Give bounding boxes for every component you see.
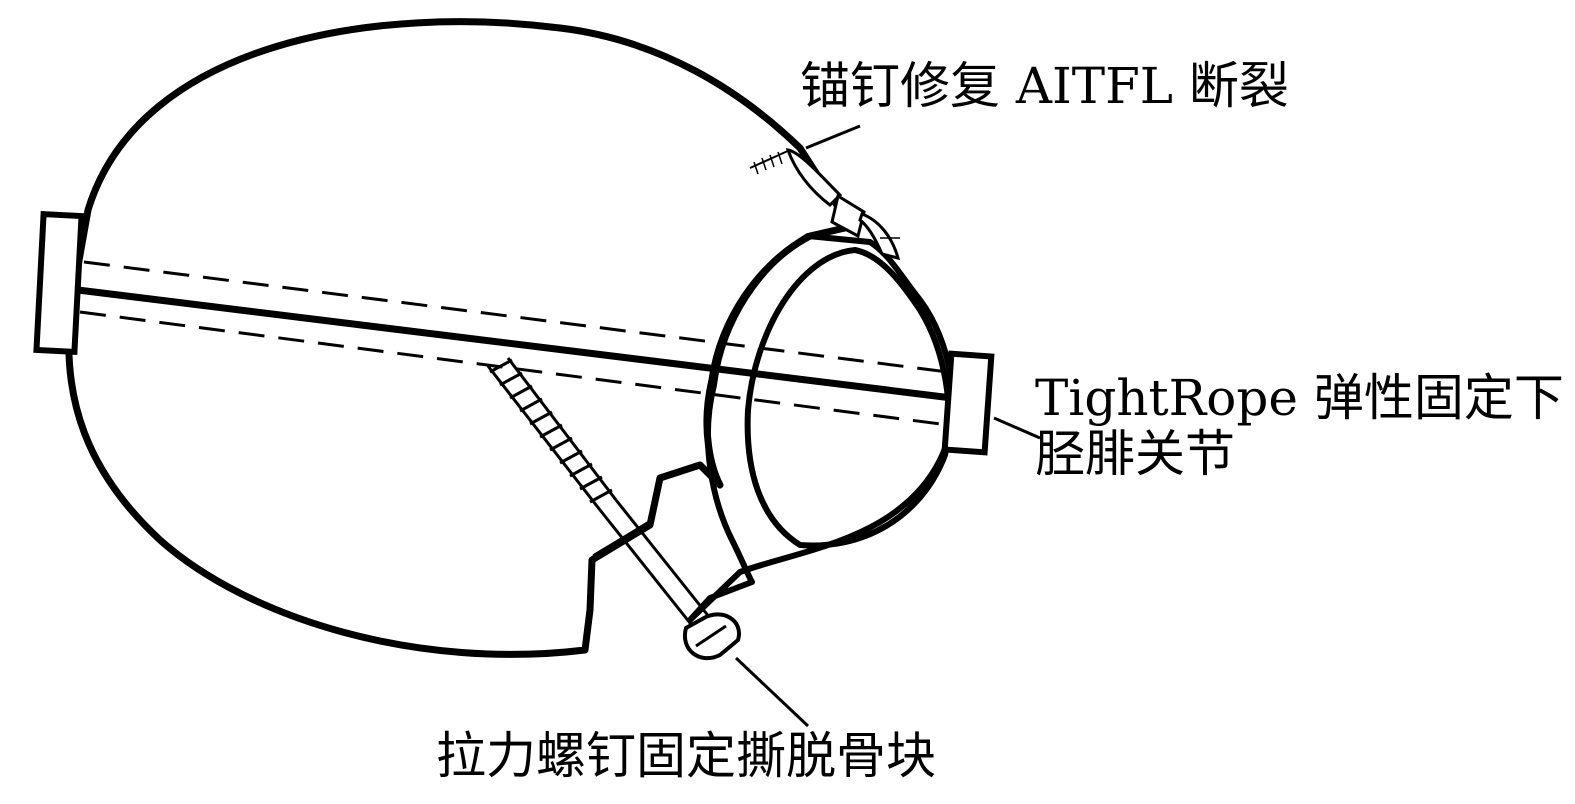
- leader-anchor: [805, 124, 861, 150]
- fibula-outer-outline: [687, 233, 956, 623]
- anchor-screw: [749, 148, 901, 261]
- lag-screw: [486, 357, 741, 661]
- fracture-line: [582, 477, 662, 653]
- tunnel-dash-upper: [83, 260, 949, 374]
- label-tightrope-line2: 胫腓关节: [1035, 425, 1235, 483]
- tunnel-dash-lower: [79, 310, 949, 427]
- leader-tightrope: [993, 416, 1041, 440]
- label-tightrope: TightRope 弹性固定下 胫腓关节: [1035, 370, 1564, 482]
- label-tightrope-line1: TightRope 弹性固定下: [1035, 369, 1564, 427]
- tightrope-button-medial: [33, 210, 85, 356]
- label-lag-screw: 拉力螺钉固定撕脱骨块: [436, 727, 936, 785]
- label-anchor-repair: 锚钉修复 AITFL 断裂: [800, 57, 1289, 115]
- fibula-inner-outline: [744, 247, 952, 549]
- tightrope-button-lateral: [941, 350, 995, 456]
- tightrope-cord: [77, 286, 953, 402]
- leader-lag-screw: [734, 656, 810, 728]
